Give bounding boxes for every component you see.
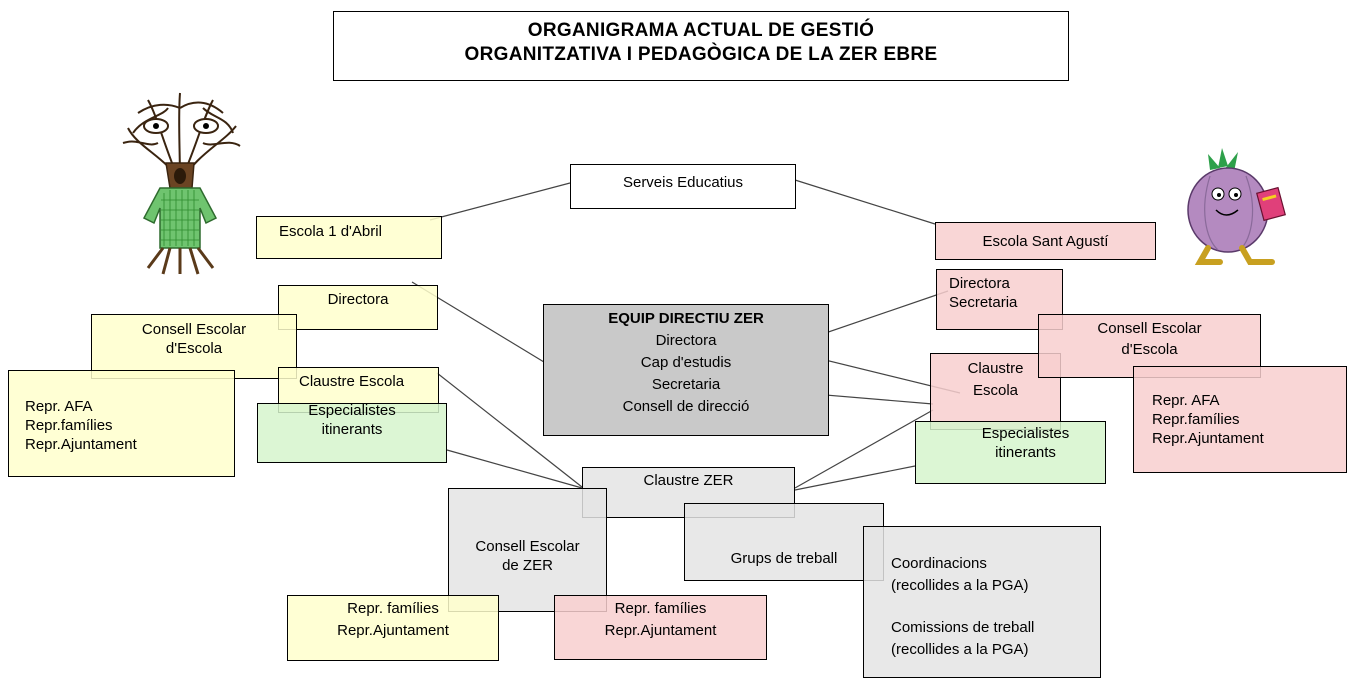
node-left-representants: Repr. AFA Repr.famílies Repr.Ajuntament — [8, 370, 235, 477]
node-escola-1-abril: Escola 1 d'Abril — [256, 216, 442, 259]
tree-character-illustration — [122, 92, 241, 275]
coord-line-3 — [891, 595, 1100, 615]
line-rclaustre-claustrezer — [794, 409, 934, 489]
chart-title: ORGANIGRAMA ACTUAL DE GESTIÓ ORGANITZATI… — [333, 11, 1069, 81]
title-line-1: ORGANIGRAMA ACTUAL DE GESTIÓ — [527, 20, 875, 41]
coord-line-4: Comissions de treball — [891, 619, 1035, 636]
repr-line-2: Repr.famílies — [1152, 411, 1240, 428]
repr-line-1: Repr. famílies — [347, 600, 439, 617]
node-left-directora: Directora — [278, 285, 438, 330]
node-label-1: Especialistes — [308, 402, 396, 419]
node-serveis-educatius: Serveis Educatius — [570, 164, 796, 209]
tree-shirt — [142, 187, 218, 249]
node-label-1: Consell Escolar — [475, 538, 580, 555]
onion-mouth — [1215, 209, 1239, 216]
equip-item-directora: Directora — [655, 332, 717, 349]
repr-line-1: Repr. famílies — [614, 600, 707, 617]
node-label-1: Consell Escolar — [141, 321, 247, 338]
node-label: Grups de treball — [730, 550, 838, 567]
repr-line-2: Repr.famílies — [25, 417, 113, 434]
node-label-2: d'Escola — [165, 340, 223, 357]
line-serveis-santagusti — [794, 179, 936, 225]
node-label: Directora — [327, 291, 389, 308]
repr-line-2: Repr.Ajuntament — [337, 622, 449, 639]
node-left-especialistes: Especialistes itinerants — [257, 402, 447, 463]
node-grups-de-treball: Grups de treball — [684, 503, 884, 581]
node-label-1: Consell Escolar — [1097, 320, 1202, 337]
repr-line-1: Repr. AFA — [1152, 392, 1220, 409]
node-label: Claustre ZER — [643, 472, 734, 489]
node-label-2: itinerants — [321, 421, 383, 438]
onion-character-illustration — [1187, 148, 1286, 265]
onion-book — [1256, 186, 1286, 222]
equip-item-secretaria: Secretaria — [651, 376, 721, 393]
node-label-2: Escola — [972, 382, 1019, 399]
onion-leaves — [1208, 148, 1238, 172]
repr-line-3: Repr.Ajuntament — [25, 436, 137, 453]
tree-roots — [146, 247, 215, 275]
node-label-1: Claustre — [967, 360, 1024, 377]
node-label-1: Especialistes — [981, 425, 1070, 442]
node-equip-directiu-zer: EQUIP DIRECTIU ZER Directora Cap d'estud… — [543, 304, 829, 436]
repr-line-2: Repr.Ajuntament — [604, 622, 717, 639]
node-bottom-representants-yellow: Repr. famílies Repr.Ajuntament — [287, 595, 499, 661]
node-right-representants: Repr. AFA Repr.famílies Repr.Ajuntament — [1133, 366, 1347, 473]
node-left-consell-escolar: Consell Escolar d'Escola — [91, 314, 297, 379]
title-line-2: ORGANITZATIVA I PEDAGÒGICA DE LA ZER EBR… — [464, 44, 938, 65]
equip-heading: EQUIP DIRECTIU ZER — [608, 310, 764, 327]
line-lespecialistes-claustrezer — [446, 449, 583, 489]
onion-body — [1187, 167, 1269, 253]
equip-item-consell-direccio: Consell de direcció — [622, 398, 750, 415]
node-coordinacions-comissions: Coordinacions (recollides a la PGA) Comi… — [863, 526, 1101, 678]
line-serveis-escola1 — [429, 182, 571, 221]
node-right-especialistes: Especialistes itinerants — [915, 421, 1106, 484]
tree-mouth — [174, 168, 186, 184]
line-respecialistes-claustrezer — [794, 465, 916, 491]
node-consell-escolar-zer: Consell Escolar de ZER — [448, 488, 607, 612]
repr-line-1: Repr. AFA — [25, 398, 93, 415]
coord-line-5: (recollides a la PGA) — [891, 641, 1029, 658]
node-label: Escola 1 d'Abril — [279, 223, 382, 240]
line-lclaustre-claustrezer — [436, 372, 583, 488]
onion-feet — [1194, 245, 1275, 265]
node-escola-sant-agusti: Escola Sant Agustí — [935, 222, 1156, 260]
node-label: Claustre Escola — [299, 373, 405, 390]
node-label: Serveis Educatius — [622, 174, 744, 191]
node-label: Escola Sant Agustí — [982, 233, 1109, 250]
node-bottom-representants-pink: Repr. famílies Repr.Ajuntament — [554, 595, 767, 660]
repr-line-3: Repr.Ajuntament — [1152, 430, 1264, 447]
coord-line-2: (recollides a la PGA) — [891, 577, 1029, 594]
node-label-1: Directora — [949, 275, 1010, 292]
node-label-2: de ZER — [502, 557, 553, 574]
node-label-2: d'Escola — [1121, 341, 1178, 358]
node-label-2: itinerants — [995, 444, 1056, 461]
equip-item-cap-estudis: Cap d'estudis — [640, 354, 732, 371]
node-right-directora-secretaria: Directora Secretaria — [936, 269, 1063, 330]
node-label-2: Secretaria — [949, 294, 1018, 311]
coord-line-1: Coordinacions — [891, 555, 987, 572]
